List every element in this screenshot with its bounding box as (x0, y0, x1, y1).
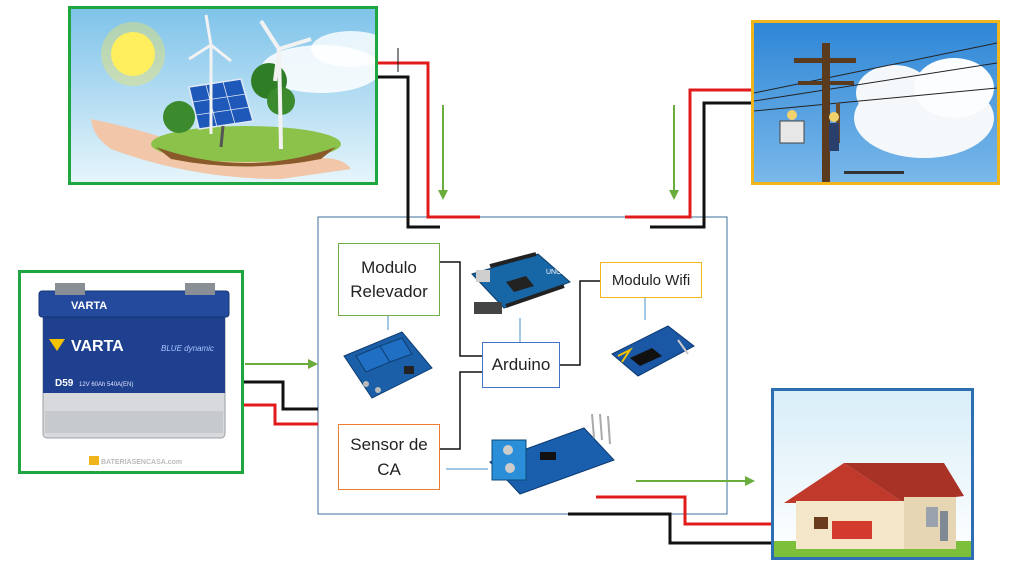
battery-model: D59 (55, 378, 74, 389)
watermark-logo (89, 456, 99, 465)
solar-panel-icon (188, 78, 254, 148)
arduino-label: Arduino (482, 342, 560, 388)
cloud-icon (854, 58, 994, 158)
relay-to-arduino-line (440, 261, 482, 357)
battery-brand-top: VARTA (71, 300, 107, 312)
wifi-to-arduino-line (560, 280, 600, 366)
battery-negative-wire (243, 380, 318, 411)
battery-series: BLUE dynamic (161, 344, 214, 353)
sensor-to-arduino-line (440, 371, 482, 450)
renewable-energy-image (68, 6, 378, 185)
island-ground (151, 126, 341, 162)
controller-box (317, 216, 728, 515)
power-grid-image (751, 20, 1000, 185)
house-icon (784, 463, 964, 549)
battery-spec: 12V 60Ah 540A(EN) (79, 382, 133, 388)
house-image (771, 388, 974, 560)
battery-positive-wire (243, 403, 318, 426)
ac-sensor-module-image (489, 413, 615, 495)
battery-brand: VARTA (71, 338, 124, 355)
renewable-positive-wire (376, 61, 480, 219)
battery-watermark: BATERIASENCASA.com (101, 459, 182, 466)
sensor-label: Sensor de CA (338, 424, 440, 490)
grid-positive-wire (625, 88, 752, 219)
relay-module-image (343, 331, 433, 399)
house-positive-wire (596, 495, 775, 526)
grid-negative-wire (650, 101, 752, 229)
house-negative-wire (568, 512, 775, 545)
battery-image: VARTA VARTA BLUE dynamic D59 12V 60Ah 54… (18, 270, 244, 474)
wifi-module-image (611, 325, 695, 377)
wifi-module-label: Modulo Wifi (600, 262, 702, 298)
relay-module-label: Modulo Relevador (338, 243, 440, 316)
renewable-negative-wire (376, 75, 440, 229)
lineworker-icon (779, 110, 839, 151)
wind-turbine-icon (188, 14, 312, 150)
arduino-board-text: UNO (546, 269, 562, 276)
arduino-uno-board: UNO (471, 252, 571, 314)
battery-icon (38, 283, 230, 439)
sun-icon (101, 22, 165, 86)
